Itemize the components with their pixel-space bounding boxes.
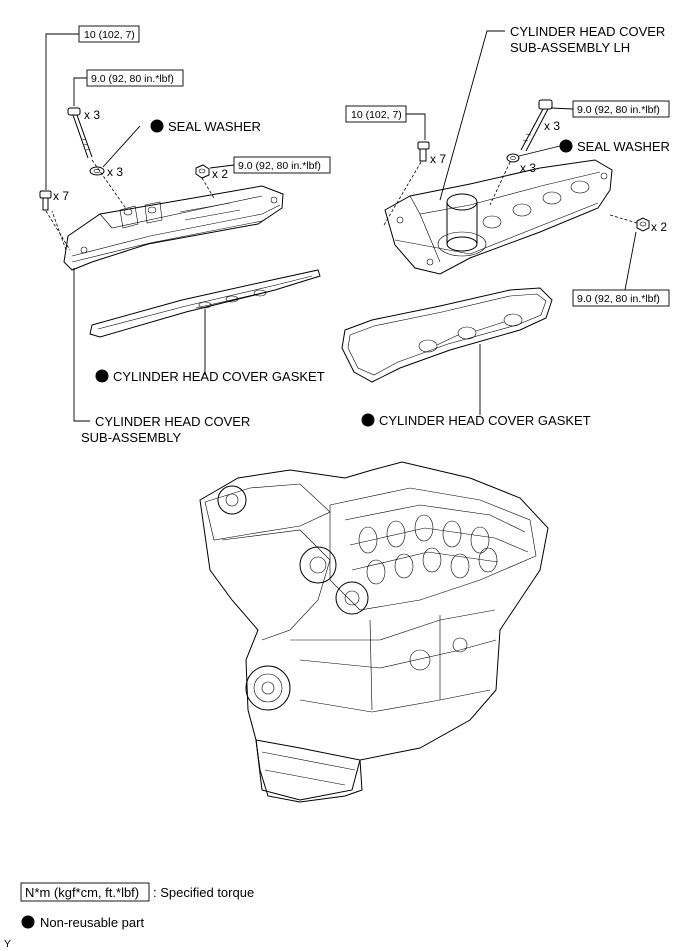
nut-icon [636, 217, 650, 232]
legend-torque-unit: N*m (kgf*cm, ft.*lbf) [25, 885, 139, 900]
part-label: SUB-ASSEMBLY [81, 430, 182, 445]
non-reusable-mark-icon [361, 413, 375, 427]
part-label: SUB-ASSEMBLY LH [510, 40, 630, 55]
part-label: SEAL WASHER [577, 139, 670, 154]
part-label: CYLINDER HEAD COVER [95, 414, 250, 429]
torque-value: 9.0 (92, 80 in.*lbf) [577, 104, 660, 116]
nut-icon [195, 164, 210, 179]
non-reusable-mark-icon [95, 369, 109, 383]
torque-value: 9.0 (92, 80 in.*lbf) [91, 73, 174, 85]
quantity-label: x 2 [212, 167, 228, 181]
torque-value: 9.0 (92, 80 in.*lbf) [238, 160, 321, 172]
quantity-label: x 3 [84, 108, 100, 122]
long-bolt-icon [67, 107, 93, 159]
quantity-label: x 3 [544, 119, 560, 133]
legend-torque-text: : Specified torque [153, 885, 254, 900]
cylinder-head-cover-gasket-left-drawing [89, 269, 321, 338]
left-cover-group: 10 (102, 7) 9.0 (92, 80 in.*lbf) 9.0 (92… [39, 25, 331, 445]
quantity-label: x 7 [430, 152, 446, 166]
part-label: CYLINDER HEAD COVER GASKET [113, 369, 325, 384]
non-reusable-mark-icon [150, 119, 164, 133]
non-reusable-mark-icon [21, 915, 35, 929]
legend: N*m (kgf*cm, ft.*lbf) : Specified torque… [4, 882, 254, 950]
short-bolt-icon [417, 141, 430, 162]
cylinder-head-cover-gasket-right-drawing [341, 287, 553, 383]
legend-torque-box [20, 882, 150, 902]
quantity-label: x 3 [520, 161, 536, 175]
part-label: CYLINDER HEAD COVER [510, 24, 665, 39]
corner-code: Y [4, 938, 11, 950]
quantity-label: x 3 [107, 165, 123, 179]
seal-washer-icon [506, 153, 520, 163]
cylinder-head-cover-left-drawing [63, 185, 284, 271]
part-label: SEAL WASHER [168, 119, 261, 134]
part-label: CYLINDER HEAD COVER GASKET [379, 413, 591, 428]
quantity-label: x 2 [651, 220, 667, 234]
torque-value: 10 (102, 7) [84, 29, 135, 41]
quantity-label: x 7 [53, 189, 69, 203]
short-bolt-icon [39, 190, 52, 211]
non-reusable-mark-icon [559, 139, 573, 153]
legend-nonreusable-text: Non-reusable part [40, 915, 144, 930]
torque-box-right-x2 [572, 289, 670, 307]
torque-value: 9.0 (92, 80 in.*lbf) [577, 293, 660, 305]
engine-block-drawing [199, 461, 549, 803]
long-bolt-icon [520, 99, 553, 152]
seal-washer-icon [89, 166, 105, 176]
torque-value: 10 (102, 7) [351, 109, 402, 121]
cylinder-head-cover-right-drawing [384, 159, 613, 275]
right-cover-group: CYLINDER HEAD COVER SUB-ASSEMBLY LH 10 (… [341, 24, 670, 428]
